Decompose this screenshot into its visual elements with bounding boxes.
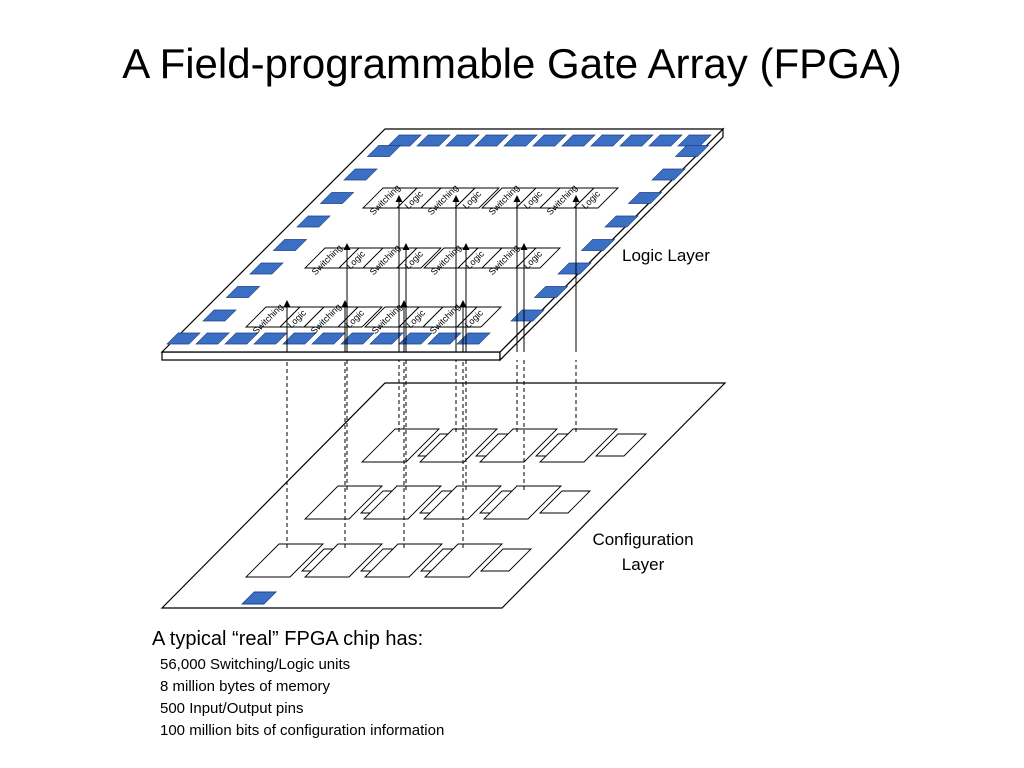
arrow-head	[343, 243, 351, 250]
arrow-head	[462, 243, 470, 250]
io-pin	[445, 134, 480, 147]
chip-facts: A typical “real” FPGA chip has: 56,000 S…	[152, 626, 712, 742]
io-pin	[532, 134, 567, 147]
configuration-layer-label-line1: Configuration	[592, 530, 693, 549]
configuration-block	[362, 485, 443, 520]
logic-arrow-lines	[283, 195, 580, 352]
configuration-cells	[244, 428, 648, 578]
arrow-head	[395, 195, 403, 202]
logic-layer-edge-front	[161, 351, 501, 361]
arrow-head	[513, 195, 521, 202]
arrow-head	[572, 195, 580, 202]
io-pin	[249, 262, 284, 275]
io-pin	[648, 134, 683, 147]
configuration-block	[478, 428, 559, 463]
io-pin	[580, 239, 616, 251]
configuration-layer-label-line2: Layer	[622, 555, 665, 574]
configuration-block	[594, 433, 648, 457]
io-pin	[503, 134, 538, 147]
arrow-head	[283, 300, 291, 307]
logic-block	[336, 306, 384, 328]
configuration-cell	[423, 543, 533, 578]
arrow-head	[452, 195, 460, 202]
arrow-head	[520, 243, 528, 250]
configuration-block	[360, 428, 441, 463]
chip-facts-list: 56,000 Switching/Logic units 8 million b…	[160, 654, 712, 742]
io-pin	[369, 332, 404, 345]
io-pin	[319, 192, 355, 204]
logic-block	[572, 187, 620, 209]
configuration-cell	[538, 428, 648, 463]
io-pin	[416, 134, 451, 147]
io-pin	[590, 134, 625, 147]
configuration-block	[244, 543, 325, 578]
logic-block	[395, 247, 443, 269]
configuration-block	[303, 543, 384, 578]
io-pin	[619, 134, 654, 147]
io-pin	[651, 168, 686, 181]
configuration-block	[423, 543, 504, 578]
configuration-block	[538, 428, 619, 463]
io-pins	[166, 134, 712, 345]
io-pin	[282, 332, 317, 345]
io-pin	[627, 192, 663, 204]
io-pin	[224, 332, 259, 345]
chip-facts-heading: A typical “real” FPGA chip has:	[152, 628, 424, 650]
io-pin	[225, 286, 261, 298]
io-pin	[195, 332, 230, 345]
io-pin	[561, 134, 596, 147]
chip-fact-item: 500 Input/Output pins	[160, 700, 304, 717]
io-pin	[474, 134, 509, 147]
chip-fact-item: 56,000 Switching/Logic units	[160, 656, 351, 673]
io-pin	[202, 309, 237, 322]
configuration-block	[538, 490, 592, 514]
io-pin	[533, 286, 569, 298]
configuration-block	[363, 543, 444, 578]
io-pin	[343, 168, 378, 181]
configuration-block	[418, 428, 499, 463]
logic-layer-label: Logic Layer	[622, 246, 710, 265]
configuration-cell	[482, 485, 592, 520]
arrow-head	[402, 243, 410, 250]
arrow-head	[459, 300, 467, 307]
logic-layer-plate	[160, 128, 725, 353]
io-pin	[253, 332, 288, 345]
io-pin	[604, 215, 639, 228]
chip-fact-item: 8 million bytes of memory	[160, 678, 331, 695]
io-pin	[166, 332, 201, 345]
logic-block	[453, 187, 501, 209]
io-pin	[674, 145, 710, 157]
configuration-pin	[241, 591, 277, 605]
io-pin	[557, 262, 592, 275]
io-pin	[366, 145, 402, 157]
io-pin	[311, 332, 346, 345]
io-pin	[296, 215, 331, 228]
logic-block	[455, 306, 503, 328]
configuration-block	[479, 548, 533, 572]
logic-block	[514, 247, 562, 269]
chip-fact-item: 100 million bits of configuration inform…	[160, 722, 445, 739]
configuration-connection-lines	[286, 360, 577, 548]
configuration-block	[303, 485, 384, 520]
io-pin	[272, 239, 308, 251]
slide-title: A Field-programmable Gate Array (FPGA)	[122, 40, 902, 87]
configuration-block	[482, 485, 563, 520]
